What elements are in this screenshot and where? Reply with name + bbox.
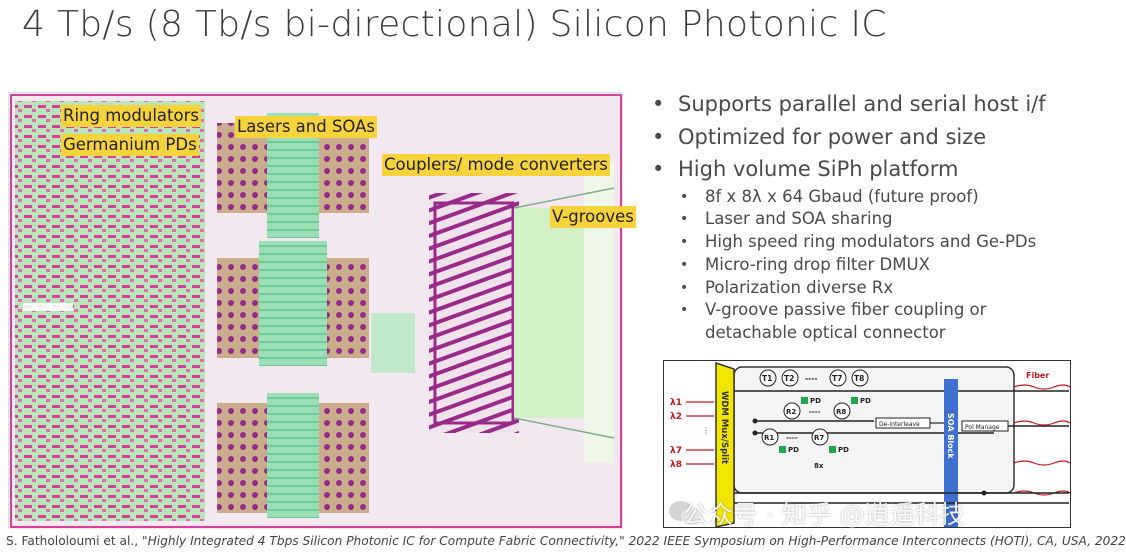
pd-label: PD: [788, 446, 799, 454]
feature-list: Supports parallel and serial host i/f Op…: [650, 88, 1075, 345]
ring-label: R7: [814, 434, 824, 442]
count-label: 8x: [814, 462, 824, 470]
ring-label: R1: [764, 434, 774, 442]
callout-v-grooves: V-grooves: [550, 206, 636, 228]
receive-rings-upper: R2 ---- R8 PD PD: [783, 397, 871, 420]
fiber-label: Fiber: [1026, 371, 1049, 380]
callout-germanium-pds: Germanium PDs: [61, 134, 199, 156]
pd-label: PD: [810, 397, 821, 405]
chip-layout-image: Ring modulators Germanium PDs Lasers and…: [8, 92, 636, 529]
ring-ellipsis: ----: [805, 374, 817, 383]
ring-label: T2: [784, 374, 794, 383]
pd-label: PD: [860, 397, 871, 405]
sub-bullet-item: High speed ring modulators and Ge-PDs: [650, 231, 1075, 254]
citation: S. Fathololoumi et al., "Highly Integrat…: [6, 534, 1126, 548]
watermark-text: 公众号 · 知乎 @逍遥科技: [683, 500, 965, 529]
ring-ellipsis: ----: [809, 408, 821, 416]
callout-ring-modulators: Ring modulators: [61, 105, 201, 127]
slide-title: 4 Tb/s (8 Tb/s bi-directional) Silicon P…: [22, 4, 887, 45]
callout-lasers-soas: Lasers and SOAs: [235, 116, 378, 138]
ring-ellipsis: ----: [786, 434, 798, 442]
sub-bullet-item: Laser and SOA sharing: [650, 208, 1075, 231]
sub-bullet-item: Polarization diverse Rx: [650, 277, 1075, 300]
receive-rings-lower: R1 ---- R7 PD PD 8x: [761, 428, 849, 470]
bullet-item: Supports parallel and serial host i/f: [650, 88, 1075, 121]
ellipsis-dots: ⋮: [702, 426, 710, 435]
ring-label: R2: [786, 408, 796, 416]
lambda-label: λ8: [670, 460, 682, 470]
citation-authors: S. Fathololoumi et al.,: [6, 534, 142, 548]
soa-label: SOA Block: [946, 413, 955, 459]
fiber-lines: [1013, 384, 1071, 496]
soa-block: [944, 379, 958, 527]
ring-label: T1: [762, 374, 772, 383]
wdm-block: [715, 361, 735, 528]
lambda-label: λ1: [670, 398, 682, 408]
ring-label: T7: [832, 374, 842, 383]
lambda-label: λ7: [670, 446, 682, 456]
ring-label: R8: [836, 408, 846, 416]
lambda-label: λ2: [670, 412, 682, 422]
sub-bullet-item: Micro-ring drop filter DMUX: [650, 254, 1075, 277]
citation-details: "Highly Integrated 4 Tbps Silicon Photon…: [141, 534, 1126, 548]
wechat-icon: [669, 501, 703, 525]
callout-couplers: Couplers/ mode converters: [382, 154, 610, 176]
sub-bullet-continuation: detachable optical connector: [705, 323, 946, 343]
pd-label: PD: [838, 446, 849, 454]
transmit-rings: T1 T2 ---- T7 T8: [759, 369, 869, 387]
block-diagram: WDM Mux/Split λ1 λ2 λ7 λ8 ⋮ T1 T2 ---- T…: [663, 360, 1071, 528]
bullet-item: Optimized for power and size: [650, 121, 1075, 154]
sub-bullet-item: V-groove passive fiber coupling or: [650, 299, 1075, 322]
block-diagram-graphic: WDM Mux/Split λ1 λ2 λ7 λ8 ⋮ T1 T2 ---- T…: [670, 361, 1071, 528]
pol-manage-label: Pol Manage: [965, 424, 1000, 431]
lambda-arrows: [686, 401, 714, 465]
sub-bullet-item: 8f x 8λ x 64 Gbaud (future proof): [650, 186, 1075, 209]
ring-label: T8: [854, 374, 864, 383]
bullet-item: High volume SiPh platform: [650, 153, 1075, 186]
deinterleave-label: De-interleave: [879, 421, 920, 428]
wdm-label: WDM Mux/Split: [719, 391, 729, 464]
